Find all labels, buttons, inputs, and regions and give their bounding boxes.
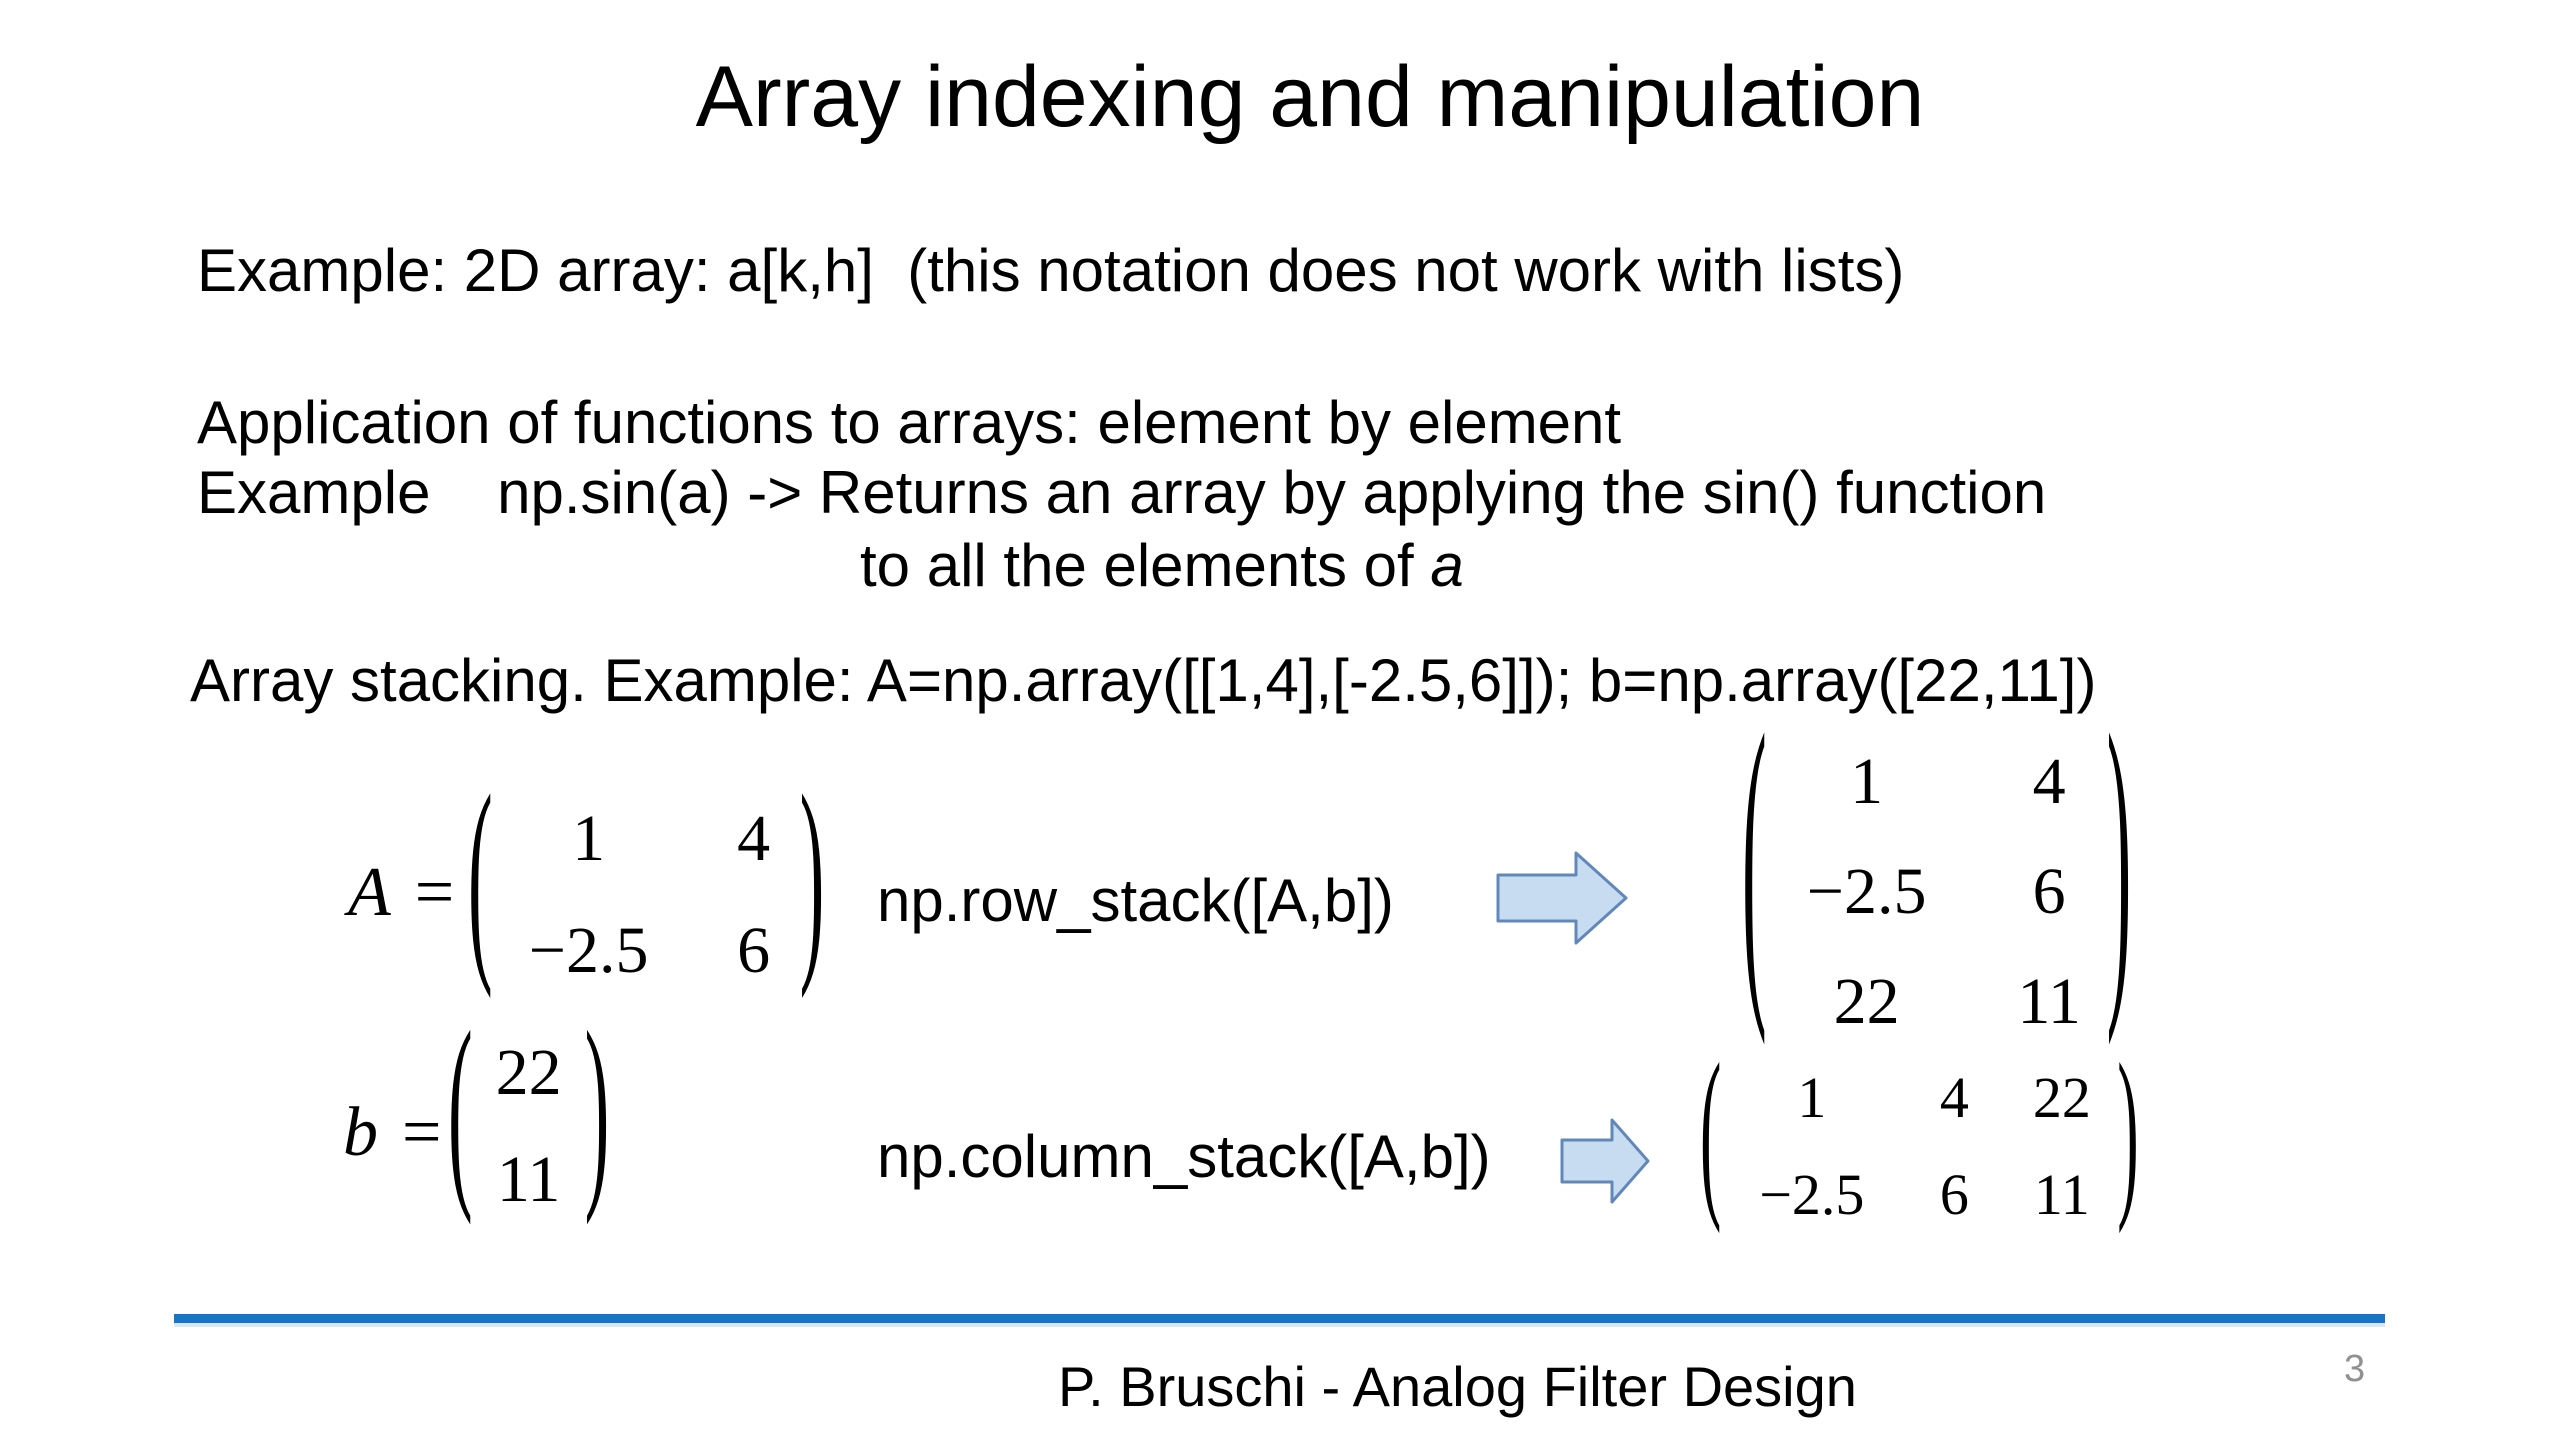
matrix-cell: 22 <box>495 1035 562 1109</box>
right-block-arrow-icon <box>1560 1118 1650 1204</box>
matrix-b-variable: b <box>343 1094 378 1171</box>
matrix-paren-close: ) <box>2106 668 2132 1051</box>
matrix-cell: 1 <box>572 802 606 875</box>
matrix-a-cells: 1 4 −2.5 6 <box>499 806 794 984</box>
matrix-cell: 11 <box>2017 965 2081 1038</box>
matrix-a: ( 1 4 −2.5 6 ) <box>468 764 824 1002</box>
matrix-paren-open: ( <box>1742 668 1767 1051</box>
footer-divider-line <box>174 1314 2385 1327</box>
matrix-b: ( 22 11 ) <box>448 1002 609 1226</box>
matrix-a-variable: A <box>348 854 391 931</box>
row-stack-result-matrix: ( 1 4 −2.5 6 22 11 ) <box>1742 688 2131 1052</box>
body-line-sin-continuation: to all the elements of a <box>860 533 1464 599</box>
matrix-a-equals: = <box>414 854 455 931</box>
matrix-cell: 4 <box>2032 745 2066 818</box>
matrix-cell: 6 <box>2032 855 2066 928</box>
matrix-cell: −2.5 <box>1806 855 1927 928</box>
body-line-application: Application of functions to arrays: elem… <box>197 389 1622 456</box>
column-stack-result-matrix: ( 1 4 22 −2.5 6 11 ) <box>1700 1035 2139 1234</box>
matrix-b-label: b = <box>343 1098 441 1168</box>
sin-continuation-text: to all the elements of <box>860 532 1431 599</box>
footer-text: P. Bruschi - Analog Filter Design <box>1058 1355 1857 1418</box>
matrix-cell: 4 <box>737 802 771 875</box>
right-block-arrow-icon <box>1496 851 1628 945</box>
matrix-paren-open: ( <box>468 751 493 1002</box>
slide-title: Array indexing and manipulation <box>695 49 1925 145</box>
matrix-cell: 1 <box>1850 745 1884 818</box>
row-stack-result-cells: 1 4 −2.5 6 22 11 <box>1777 749 2097 1035</box>
matrix-cell: 4 <box>1939 1064 1969 1130</box>
body-line-example-2d: Example: 2D array: a[k,h] (this notation… <box>197 237 1905 304</box>
matrix-paren-close: ) <box>584 990 610 1229</box>
matrix-cell: −2.5 <box>1759 1161 1865 1227</box>
column-stack-result-cells: 1 4 22 −2.5 6 11 <box>1729 1064 2109 1227</box>
body-line-example-sin: Example np.sin(a) -> Returns an array by… <box>197 459 2047 526</box>
row-stack-call: np.row_stack([A,b]) <box>877 867 1394 934</box>
matrix-paren-close: ) <box>799 751 825 1002</box>
sin-continuation-variable: a <box>1430 532 1464 599</box>
column-stack-call: np.column_stack([A,b]) <box>877 1123 1491 1190</box>
matrix-b-equals: = <box>402 1094 442 1171</box>
matrix-cell: −2.5 <box>528 914 649 987</box>
matrix-cell: 22 <box>2032 1064 2091 1130</box>
matrix-cell: 11 <box>496 1142 561 1216</box>
matrix-paren-open: ( <box>448 990 473 1229</box>
body-line-stacking: Array stacking. Example: A=np.array([[1,… <box>190 647 2097 714</box>
page-number: 3 <box>2344 1348 2366 1390</box>
matrix-cell: 11 <box>2033 1161 2090 1227</box>
matrix-cell: 6 <box>1939 1161 1969 1227</box>
matrix-paren-close: ) <box>2117 1024 2139 1235</box>
matrix-cell: 1 <box>1797 1064 1827 1130</box>
matrix-cell: 22 <box>1833 965 1900 1038</box>
matrix-a-label: A = <box>348 858 454 928</box>
matrix-cell: 6 <box>737 914 771 987</box>
matrix-paren-open: ( <box>1700 1024 1722 1235</box>
matrix-b-cells: 22 11 <box>479 1035 579 1216</box>
